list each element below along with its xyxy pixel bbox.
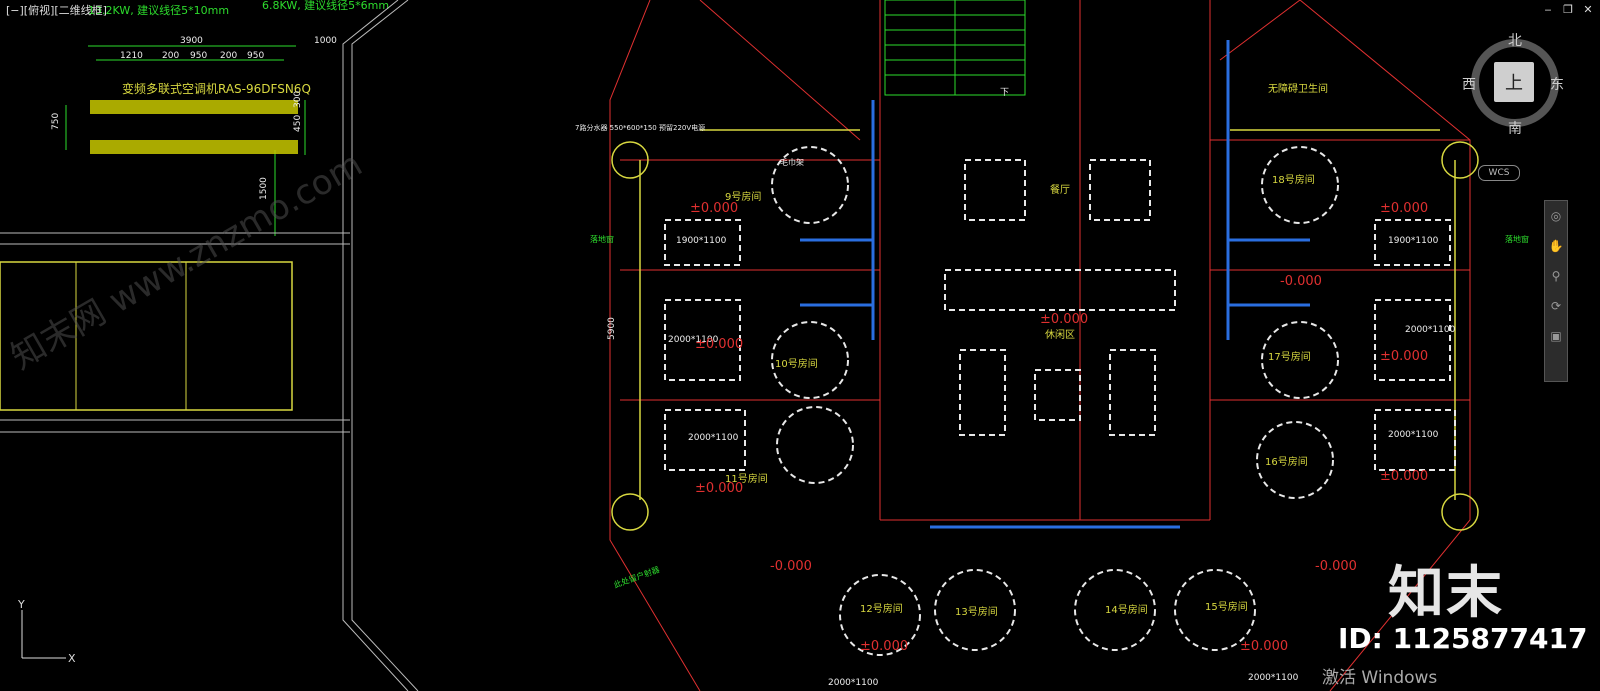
id-watermark: ID: 1125877417 xyxy=(1338,622,1588,655)
room18-label: 18号房间 xyxy=(1272,173,1315,186)
unit-block-top xyxy=(90,100,298,114)
dim-750: 750 xyxy=(51,113,61,130)
ucs-icon: Y X xyxy=(17,598,76,665)
left-room-box xyxy=(0,261,293,411)
header-top-left: 13.2KW, 建议线径5*10mm xyxy=(88,3,229,17)
viewcube[interactable]: 北 南 东 西 上 xyxy=(1462,33,1564,137)
dim-1500: 1500 xyxy=(259,177,269,200)
level-17: ±0.000 xyxy=(1380,349,1428,364)
bed-dim-17: 2000*1100 xyxy=(1405,325,1456,335)
close-button[interactable]: ✕ xyxy=(1583,3,1593,16)
water-pipes xyxy=(800,40,1310,529)
minimize-button[interactable]: ‒ xyxy=(1544,3,1552,16)
bed-dim-15: 2000*1100 xyxy=(1248,673,1299,683)
room11-label: 11号房间 xyxy=(725,472,768,485)
room16-label: 16号房间 xyxy=(1265,455,1308,468)
dim-5900: 5900 xyxy=(607,317,617,340)
level-leisure: ±0.000 xyxy=(1040,312,1088,327)
site-watermark: 知末网 www.znzmo.com xyxy=(5,144,370,378)
ucs-x-label: X xyxy=(68,652,76,665)
zoom-icon[interactable]: ⚲ xyxy=(1551,269,1561,283)
viewport-label[interactable]: [−][俯视][二维线框] xyxy=(6,4,107,17)
room17-label: 17号房间 xyxy=(1268,350,1311,363)
door-note: 此处留户射器 xyxy=(612,564,661,590)
restore-button[interactable]: ❐ xyxy=(1563,3,1573,16)
dim-300: 300 xyxy=(293,91,303,108)
level-neg-wc: -0.000 xyxy=(1280,274,1322,289)
dim-3900: 3900 xyxy=(180,36,203,46)
left-outline xyxy=(0,0,419,691)
floor-plan-walls xyxy=(609,0,1471,691)
furniture xyxy=(664,146,1456,656)
viewcube-top-face[interactable]: 上 xyxy=(1494,62,1534,102)
room9-label: 9号房间 xyxy=(725,190,761,203)
compass-east[interactable]: 东 xyxy=(1550,77,1564,93)
viewcube-ring-icon xyxy=(1471,39,1559,127)
leisure-label: 休闲区 xyxy=(1045,328,1075,341)
ucs-y-label: Y xyxy=(17,598,25,611)
activate-windows-notice: 激活 Windows xyxy=(1322,668,1438,688)
bed-dim-12: 2000*1100 xyxy=(828,678,879,688)
towel-note: 毛巾架 xyxy=(780,157,804,167)
level-marks: ±0.000 ±0.000 ±0.000 ±0.000 ±0.000 ±0.00… xyxy=(690,201,1428,654)
wcs-menu[interactable]: WCS xyxy=(1478,165,1520,181)
orbit-icon[interactable]: ⟳ xyxy=(1550,299,1562,313)
room13-label: 13号房间 xyxy=(955,605,998,618)
navigation-bar: ◎ ✋ ⚲ ⟳ ▣ xyxy=(1544,200,1568,382)
level-12: ±0.000 xyxy=(860,639,908,654)
note-outlet: 7路分水器 550*600*150 预留220V电源 xyxy=(575,123,705,132)
level-16: ±0.000 xyxy=(1380,469,1428,484)
dim-450: 450 xyxy=(293,115,303,132)
level-15: ±0.000 xyxy=(1240,639,1288,654)
bed-dims: 1900*1100 2000*1100 2000*1100 1900*1100 … xyxy=(668,236,1456,688)
brand-watermark: 知末 xyxy=(1388,561,1504,626)
window-note-left: 落地窗 xyxy=(590,234,614,244)
room10-label: 10号房间 xyxy=(775,357,818,370)
level-9: ±0.000 xyxy=(690,201,738,216)
compass-south[interactable]: 南 xyxy=(1508,121,1522,137)
stair-down: 下 xyxy=(1000,88,1009,98)
compass-north[interactable]: 北 xyxy=(1508,33,1522,49)
dim-1000: 1000 xyxy=(314,36,337,46)
level-11: ±0.000 xyxy=(695,481,743,496)
dim-1210: 1210 xyxy=(120,51,143,61)
room-labels: 9号房间 10号房间 11号房间 12号房间 13号房间 14号房间 15号房间… xyxy=(725,82,1328,618)
dim-950a: 950 xyxy=(190,51,207,61)
level-10: ±0.000 xyxy=(695,337,743,352)
accessible-wc-label: 无障碍卫生间 xyxy=(1268,82,1328,95)
left-detail xyxy=(65,45,306,236)
room12-label: 12号房间 xyxy=(860,602,903,615)
showmotion-icon[interactable]: ▣ xyxy=(1550,329,1562,343)
unit-label: 变频多联式空调机RAS-96DFSN6Q xyxy=(122,81,311,96)
level-18: ±0.000 xyxy=(1380,201,1428,216)
unit-block-bottom xyxy=(90,140,298,154)
room14-label: 14号房间 xyxy=(1105,603,1148,616)
stairs xyxy=(884,0,1026,96)
bed-dim-10: 2000*1100 xyxy=(668,335,719,345)
level-neg-right: -0.000 xyxy=(1315,559,1357,574)
window-note-right: 落地窗 xyxy=(1505,234,1529,244)
room15-label: 15号房间 xyxy=(1205,600,1248,613)
column-circles xyxy=(611,141,1479,531)
header-top-mid: 6.8KW, 建议线径5*6mm xyxy=(262,0,389,12)
restaurant-label: 餐厅 xyxy=(1050,183,1070,196)
bed-dim-18: 1900*1100 xyxy=(1388,236,1439,246)
dim-200a: 200 xyxy=(162,51,179,61)
compass-west[interactable]: 西 xyxy=(1462,77,1476,93)
dim-950b: 950 xyxy=(247,51,264,61)
pan-icon[interactable]: ✋ xyxy=(1548,239,1564,253)
level-neg-left: -0.000 xyxy=(770,559,812,574)
bed-dim-11: 2000*1100 xyxy=(688,433,739,443)
fullwheel-icon[interactable]: ◎ xyxy=(1550,209,1562,223)
bed-dim-16: 2000*1100 xyxy=(1388,430,1439,440)
bed-dim-9: 1900*1100 xyxy=(676,236,727,246)
window-controls: ‒ ❐ ✕ xyxy=(1542,3,1594,16)
dim-200b: 200 xyxy=(220,51,237,61)
